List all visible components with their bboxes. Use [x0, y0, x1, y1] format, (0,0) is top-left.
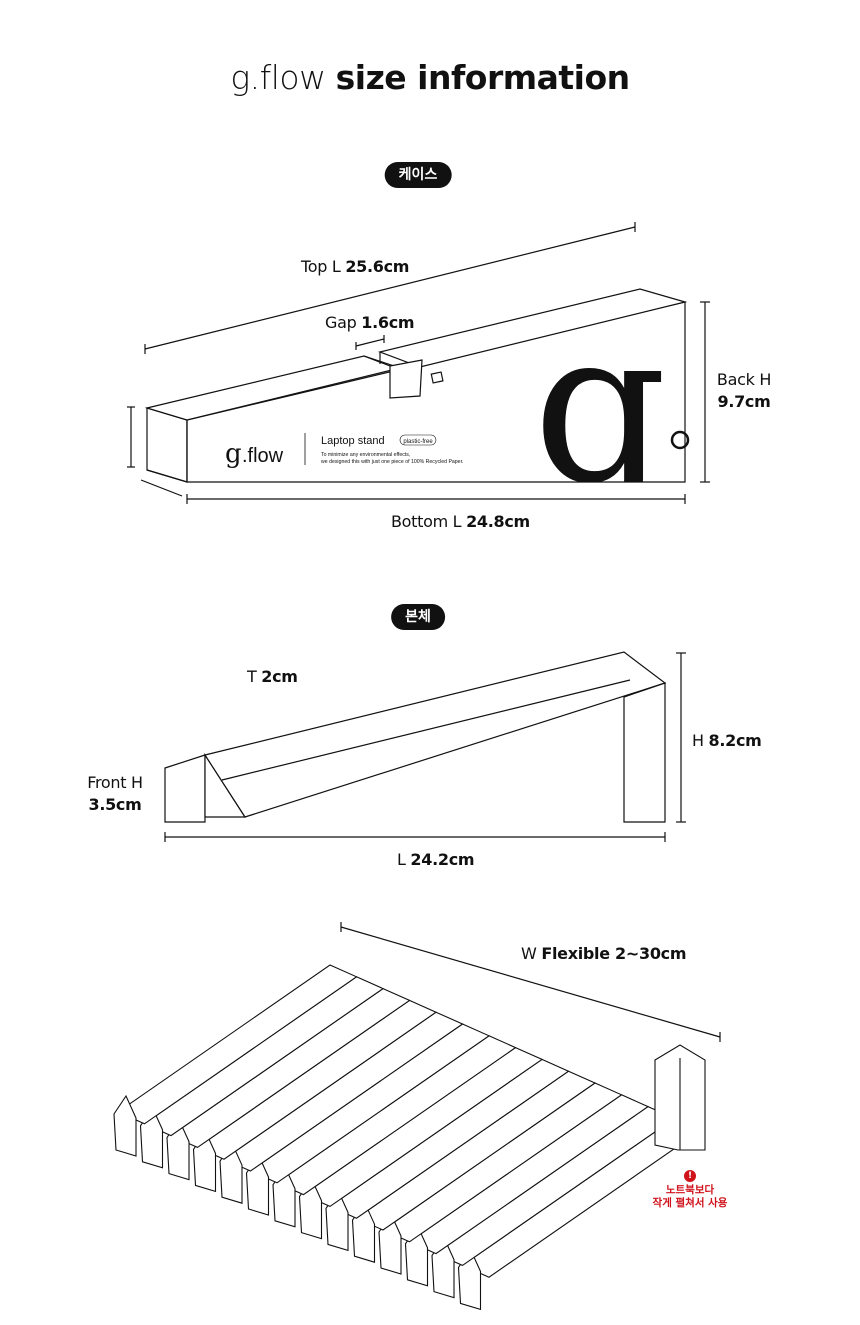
case-logo-text: .flow — [242, 445, 284, 467]
page-title: g.flow size information — [0, 58, 860, 97]
gap-label: Gap 1.6cm — [325, 313, 415, 332]
case-top-right — [377, 288, 688, 368]
body-badge: 본체 — [391, 604, 445, 630]
circle-mark-icon — [670, 430, 690, 450]
case-desc-1: To minimize any environmental effects, — [321, 452, 410, 458]
gap-dim-line — [355, 338, 385, 347]
top-l-label: Top L 25.6cm — [301, 257, 410, 276]
depth-dim-line — [140, 479, 183, 497]
warning-note: ! 노트북보다 작게 펼쳐서 사용 — [640, 1170, 740, 1210]
case-badge: 케이스 — [384, 162, 452, 188]
h-label: H 8.2cm — [692, 731, 762, 750]
case-desc-2: we designed this with just one piece of … — [321, 459, 463, 465]
body-front-block — [164, 754, 206, 823]
case-logo-g: g — [225, 439, 242, 469]
title-brand: g.flow — [230, 58, 326, 97]
body-diagram — [164, 651, 686, 842]
warning-line-1: 노트북보다 — [665, 1184, 715, 1196]
w-label: W Flexible 2~30cm — [521, 944, 687, 963]
warning-icon: ! — [684, 1170, 696, 1182]
l-label: L 24.2cm — [397, 850, 475, 869]
case-product: Laptop stand — [321, 435, 385, 447]
body-back-leg — [623, 682, 666, 823]
case-tag: plastic-free — [403, 439, 433, 445]
case-gap-notch — [389, 359, 423, 399]
top-l-dim-line — [144, 226, 636, 350]
pleat-front-fold — [113, 1094, 137, 1157]
title-rest: size information — [335, 58, 631, 97]
warning-line-2: 작게 펼쳐서 사용 — [652, 1197, 728, 1209]
bottom-l-label: Bottom L 24.8cm — [391, 512, 530, 531]
case-diagram: g g .flow Laptop stand plastic-free To m… — [127, 222, 710, 504]
w-dim-line — [340, 926, 721, 1038]
t-label: T 2cm — [247, 667, 298, 686]
